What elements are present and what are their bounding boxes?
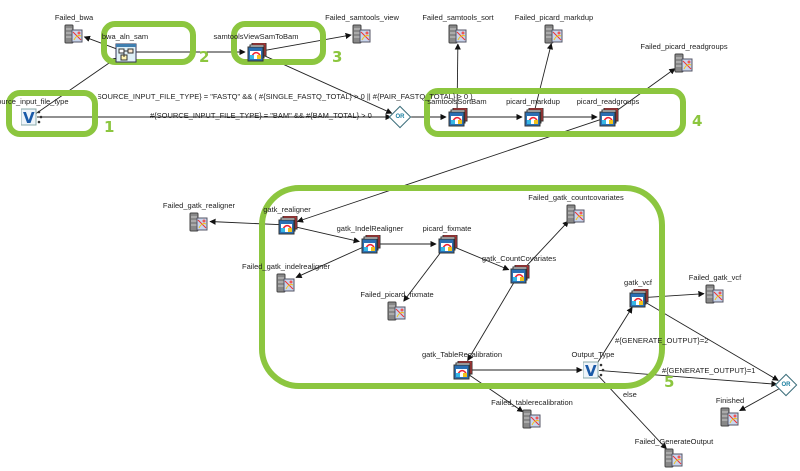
failed-server-icon[interactable] (448, 24, 468, 44)
failed-server-icon[interactable] (705, 284, 725, 304)
failed-server-icon[interactable] (664, 448, 684, 468)
job-stack-icon[interactable] (628, 288, 649, 308)
node-label: Failed_picard_readgroups (640, 42, 728, 51)
node-label: Failed_samtools_sort (422, 13, 494, 22)
node-label: gatk_IndelRealigner (336, 224, 404, 233)
node-label: Failed_tablerecalibration (491, 398, 573, 407)
edge-picard_fixmate-to-gatk_countcovariates (452, 245, 510, 271)
job-stack-icon[interactable] (360, 234, 381, 254)
failed-server-icon[interactable] (674, 53, 694, 73)
group-number-5: 5 (664, 373, 675, 391)
edge-label-bam-condition: #{SOURCE_INPUT_FILE_TYPE} = "BAM" && #{B… (150, 111, 372, 120)
failed-server-icon[interactable] (387, 301, 407, 321)
node-label: Failed_GenerateOutput (634, 437, 714, 446)
failed-server-icon[interactable] (566, 204, 586, 224)
svg-text:V: V (585, 362, 597, 379)
failed-server-icon[interactable] (352, 24, 372, 44)
edge-gatk_countcovariates-to-gatk_tablerecalibration (467, 278, 517, 362)
failed-server-icon[interactable] (522, 409, 542, 429)
node-label: samtoolsViewSamToBam (213, 32, 299, 41)
node-label: Output_Type (571, 350, 615, 359)
node-label: Failed_gatk_vcf (688, 273, 742, 282)
edge-picard_fixmate-to-failed_picard_fixmate (403, 248, 444, 302)
job-stack-icon[interactable] (447, 107, 468, 127)
job-stack-icon[interactable] (437, 234, 458, 254)
failed-server-icon[interactable] (276, 273, 296, 293)
edge-gatk_realigner-to-gatk_indelrealigner (292, 225, 360, 244)
group-box-3 (231, 21, 326, 65)
edge-samtoolsviewsamtobam-to-failed_samtools_view (261, 32, 352, 52)
job-stack-icon[interactable] (277, 215, 298, 235)
node-label: picard_markdup (506, 97, 560, 106)
group-number-2: 2 (199, 48, 210, 66)
node-label: samtoolsSortBam (427, 97, 487, 106)
svg-text:V: V (23, 109, 35, 126)
node-label: gatk_TableRecalibration (421, 350, 503, 359)
decision-v-icon[interactable]: V (20, 108, 43, 127)
node-label: Failed_picard_fixmate (360, 290, 434, 299)
group-box-4 (424, 88, 686, 137)
node-label: Failed_gatk_realigner (162, 201, 236, 210)
group-number-3: 3 (332, 48, 343, 66)
node-label: Failed_bwa (54, 13, 94, 22)
or-gate-label: OR (781, 382, 791, 388)
failed-server-icon[interactable] (544, 24, 564, 44)
node-label: gatk_vcf (624, 278, 652, 287)
edge-label-fastq-condition: #{SOURCE_INPUT_FILE_TYPE} = "FASTQ" && (… (90, 92, 473, 101)
node-label: gatk_CountCovariates (481, 254, 557, 263)
edge-label-generate-output-1: #{GENERATE_OUTPUT}=1 (662, 366, 756, 375)
failed-server-icon[interactable] (189, 212, 209, 232)
job-stack-icon[interactable] (598, 107, 619, 127)
node-label: Finished (715, 396, 745, 405)
group-number-1: 1 (104, 118, 115, 136)
edge-source_input_file_type-to-bwa_aln_sam (35, 57, 117, 114)
node-label: Failed_picard_markdup (514, 13, 594, 22)
group-number-4: 4 (692, 112, 703, 130)
job-stack-icon[interactable] (452, 360, 473, 380)
job-stack-icon[interactable] (509, 264, 530, 284)
node-label: Failed_samtools_view (325, 13, 399, 22)
edge-samtoolssortbam-to-failed_samtools_sort (454, 43, 461, 112)
edge-output_type-to-gatk_vcf (595, 306, 633, 366)
edge-gatk_vcf-to-failed_gatk_vcf (643, 290, 705, 299)
edge-label-generate-output-2: #{GENERATE_OUTPUT}=2 (615, 336, 709, 345)
node-label: source_input_file_type (0, 97, 69, 106)
job-stack-icon[interactable] (246, 42, 267, 62)
edge-gatk_countcovariates-to-failed_gatk_countcovariates (522, 220, 569, 270)
edge-picard_markdup-to-failed_picard_markdup (534, 43, 554, 112)
edge-or_2-to-finished (739, 387, 781, 412)
finished-server-icon[interactable] (720, 407, 740, 427)
edge-label-else: else (623, 390, 637, 399)
group-box-5 (259, 185, 665, 389)
job-stack-icon[interactable] (523, 107, 544, 127)
edge-gatk_vcf-to-or_2 (642, 300, 779, 381)
node-label: Failed_gatk_indelrealigner (242, 262, 330, 271)
group-box-1 (6, 90, 98, 137)
job-window-icon[interactable] (115, 43, 137, 63)
decision-v-icon[interactable]: V (582, 361, 605, 380)
group-box-2 (101, 21, 196, 65)
node-label: Failed_gatk_countcovariates (528, 193, 624, 202)
node-label: bwa_aln_sam (101, 32, 149, 41)
node-label: gatk_realigner (263, 205, 311, 214)
or-gate-label: OR (395, 114, 405, 120)
node-label: picard_readgroups (576, 97, 640, 106)
edge-gatk_tablerecalibration-to-failed_tablerecalibration (466, 373, 524, 413)
edge-gatk_indelrealigner-to-failed_gatk_indelrealigner (295, 246, 365, 278)
node-label: picard_fixmate (422, 224, 472, 233)
failed-server-icon[interactable] (64, 24, 84, 44)
